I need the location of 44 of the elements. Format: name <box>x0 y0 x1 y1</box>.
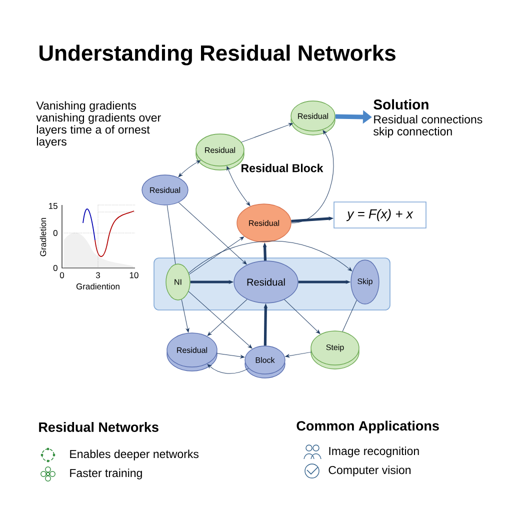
arrow <box>188 291 252 349</box>
list-item: Faster training <box>70 468 142 480</box>
formula-box: y = F(x) + x <box>334 202 426 228</box>
arrow <box>226 166 250 206</box>
tick-label: 0 <box>60 272 64 278</box>
arrow <box>188 240 352 274</box>
arrow <box>178 160 201 178</box>
tick-label: 0 <box>53 265 58 271</box>
ellipse-node: Steip <box>310 330 360 370</box>
ellipse-node: Residual <box>290 100 336 136</box>
connector-line <box>166 205 176 264</box>
block-label: Residual Block <box>242 164 324 172</box>
section-heading: Residual Networks <box>39 422 158 432</box>
arrow <box>207 364 249 374</box>
connector-line <box>342 300 357 332</box>
arrow <box>241 123 293 142</box>
title: Understanding Residual Networks <box>40 44 396 66</box>
solution-text: Solution Residual connections skip connection <box>374 99 482 138</box>
arrow <box>207 299 248 336</box>
tick-label: 0 <box>53 230 58 236</box>
list-item: Enables deeper networks <box>70 450 199 460</box>
list-item: Image recognition <box>329 446 419 458</box>
arrow <box>284 299 320 334</box>
tick-label: 3 <box>96 272 100 278</box>
arrow <box>181 299 190 332</box>
ellipse-node: Residual <box>166 332 218 372</box>
ellipse-node: Residual <box>142 174 188 206</box>
arrow <box>285 352 312 358</box>
axis-title: Gradletion <box>40 218 46 256</box>
axis-title: Gradiention <box>76 283 120 290</box>
arrow <box>188 236 244 275</box>
ellipse-node: Block <box>244 346 286 378</box>
ellipse-node: Residual <box>234 260 298 304</box>
tick-label: 15 <box>49 203 58 209</box>
ellipse-node: NI <box>166 264 190 300</box>
section-heading: Common Applications <box>296 420 439 434</box>
arrow <box>178 202 247 265</box>
tick-label: 10 <box>130 272 138 278</box>
arrow <box>291 130 334 224</box>
list-item: Computer vision <box>328 466 411 476</box>
ellipse-node: Skip <box>350 260 380 304</box>
ellipse-node: Residual <box>236 204 292 242</box>
note-text: Vanishing gradients vanishing gradients over layers time a of ornest layers <box>36 101 161 148</box>
arrow <box>216 353 245 358</box>
